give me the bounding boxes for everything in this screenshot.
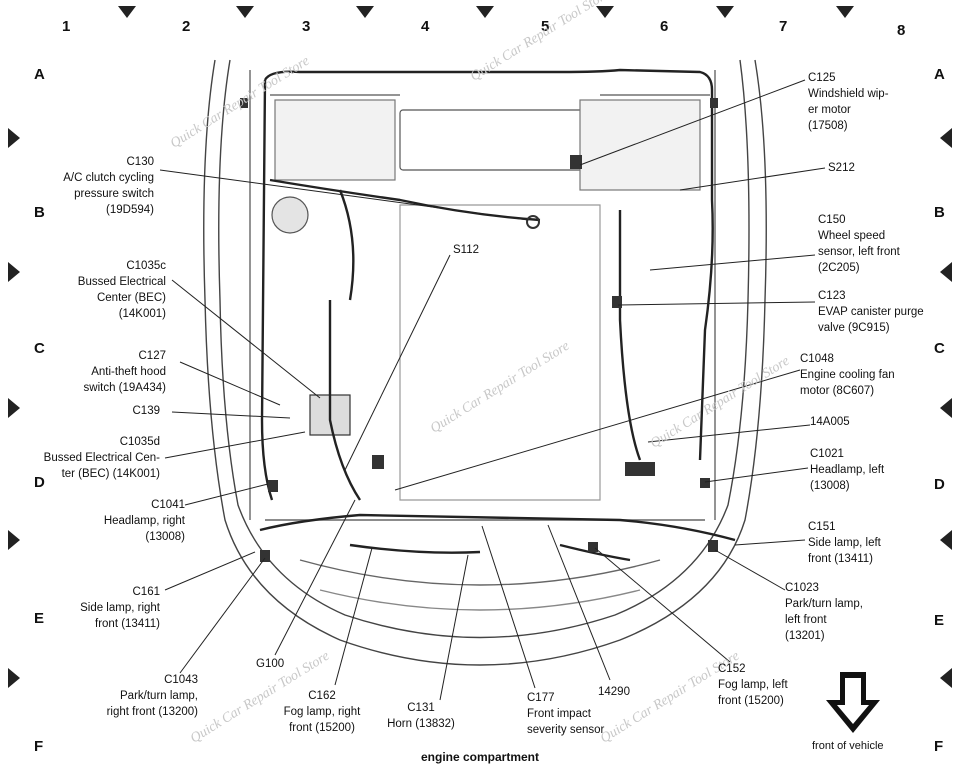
grid-row-a-left: A xyxy=(34,66,45,83)
grid-column-8: 8 xyxy=(897,22,906,39)
wiring-harness xyxy=(259,68,736,562)
label-s212: S212 xyxy=(828,162,855,174)
label-c123: C123 EVAP canister purge valve (9C915) xyxy=(818,290,924,334)
label-c127: C127 Anti-theft hood switch (19A434) xyxy=(83,350,166,394)
grid-column-7: 7 xyxy=(779,18,788,35)
label-c152: C152 Fog lamp, left front (15200) xyxy=(718,663,788,707)
label-c150: C150 Wheel speed sensor, left front (2C2… xyxy=(818,214,900,274)
grid-row-a-right: A xyxy=(934,66,945,83)
label-c1041: C1041 Headlamp, right (13008) xyxy=(103,499,185,543)
grid-column-4: 4 xyxy=(421,18,430,35)
grid-row-b-left: B xyxy=(34,204,45,221)
label-c177: C177 Front impact severity sensor xyxy=(527,692,605,736)
label-c161: C161 Side lamp, right front (13411) xyxy=(80,586,160,630)
grid-row-c-right: C xyxy=(934,340,945,357)
label-c1021: C1021 Headlamp, left (13008) xyxy=(810,448,885,492)
label-s112: S112 xyxy=(453,244,480,256)
label-c162: C162 Fog lamp, right front (15200) xyxy=(283,690,361,734)
label-c125: C125 Windshield wip- er motor (17508) xyxy=(808,72,889,132)
label-c1043: C1043 Park/turn lamp, right front (13200… xyxy=(106,674,198,718)
callout-lines xyxy=(159,79,826,701)
harness-connectors xyxy=(240,98,718,562)
grid-column-5: 5 xyxy=(541,18,550,35)
top-grid-markers xyxy=(118,6,854,18)
front-of-vehicle-arrow-icon xyxy=(826,672,880,733)
grid-column-2: 2 xyxy=(182,18,191,35)
label-c151: C151 Side lamp, left front (13411) xyxy=(808,521,881,565)
grid-column-1: 1 xyxy=(62,18,71,35)
diagram-caption: engine compartment xyxy=(420,750,540,764)
grid-row-f-left: F xyxy=(34,738,44,755)
label-c1048: C1048 Engine cooling fan motor (8C607) xyxy=(800,353,895,397)
grid-row-e-left: E xyxy=(34,610,45,627)
radiator-support xyxy=(270,94,710,501)
grid-row-d-right: D xyxy=(934,476,945,493)
label-c130: C130 A/C clutch cycling pressure switch … xyxy=(63,156,154,216)
label-c1035d: C1035d Bussed Electrical Cen- ter (BEC) … xyxy=(43,436,160,480)
grid-row-e-right: E xyxy=(934,612,945,629)
label-14290: 14290 xyxy=(598,686,630,698)
grid-column-6: 6 xyxy=(660,18,669,35)
label-c139: C139 xyxy=(132,405,161,417)
grid-row-f-right: F xyxy=(934,738,944,755)
grid-column-3: 3 xyxy=(302,18,311,35)
grid-row-c-left: C xyxy=(34,340,45,357)
front-of-vehicle-label: front of vehicle xyxy=(812,740,884,752)
grid-row-b-right: B xyxy=(934,204,945,221)
label-14a005: 14A005 xyxy=(810,416,850,428)
side-grid-markers xyxy=(8,128,952,688)
label-c1035c: C1035c Bussed Electrical Center (BEC) (1… xyxy=(77,260,166,320)
label-c1023: C1023 Park/turn lamp, left front (13201) xyxy=(785,582,863,642)
grid-row-d-left: D xyxy=(34,474,45,491)
label-c131: C131 Horn (13832) xyxy=(387,702,455,730)
label-g100: G100 xyxy=(256,658,285,670)
